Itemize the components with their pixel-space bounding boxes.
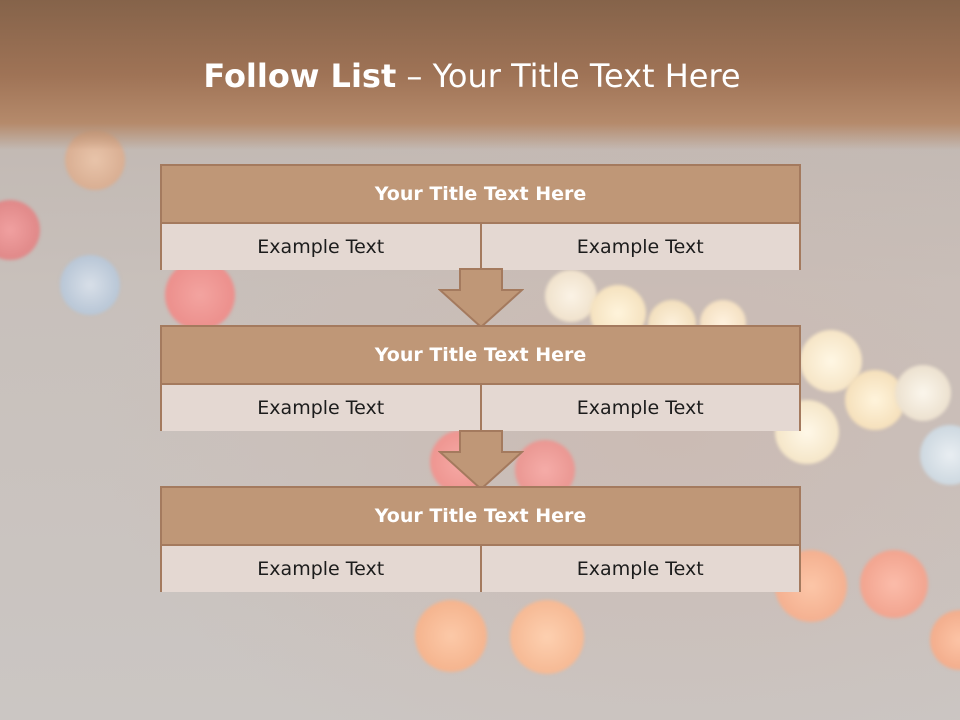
bokeh-light (60, 255, 120, 315)
step-row: Example Text Example Text (162, 546, 799, 592)
slide-title-rest: – Your Title Text Here (396, 57, 741, 95)
bokeh-light (165, 260, 235, 330)
bokeh-light (860, 550, 928, 618)
slide-title-bold: Follow List (203, 57, 397, 95)
step-row: Example Text Example Text (162, 385, 799, 431)
step-cell-right[interactable]: Example Text (479, 385, 799, 431)
bokeh-light (895, 365, 951, 421)
step-title[interactable]: Your Title Text Here (162, 327, 799, 385)
slide-title: Follow List – Your Title Text Here (0, 52, 944, 100)
bokeh-light (415, 600, 487, 672)
step-cell-right[interactable]: Example Text (479, 224, 799, 270)
step-box-3: Your Title Text Here Example Text Exampl… (160, 486, 801, 592)
down-arrow-icon (438, 268, 524, 328)
step-cell-left[interactable]: Example Text (162, 224, 480, 270)
down-arrow-icon (438, 430, 524, 490)
step-box-2: Your Title Text Here Example Text Exampl… (160, 325, 801, 431)
step-row: Example Text Example Text (162, 224, 799, 270)
step-title[interactable]: Your Title Text Here (162, 166, 799, 224)
bokeh-light (510, 600, 584, 674)
step-cell-left[interactable]: Example Text (162, 546, 480, 592)
step-box-1: Your Title Text Here Example Text Exampl… (160, 164, 801, 270)
title-band (0, 0, 960, 150)
bokeh-light (545, 270, 597, 322)
step-cell-right[interactable]: Example Text (479, 546, 799, 592)
step-cell-left[interactable]: Example Text (162, 385, 480, 431)
bokeh-light (920, 425, 960, 485)
step-title[interactable]: Your Title Text Here (162, 488, 799, 546)
